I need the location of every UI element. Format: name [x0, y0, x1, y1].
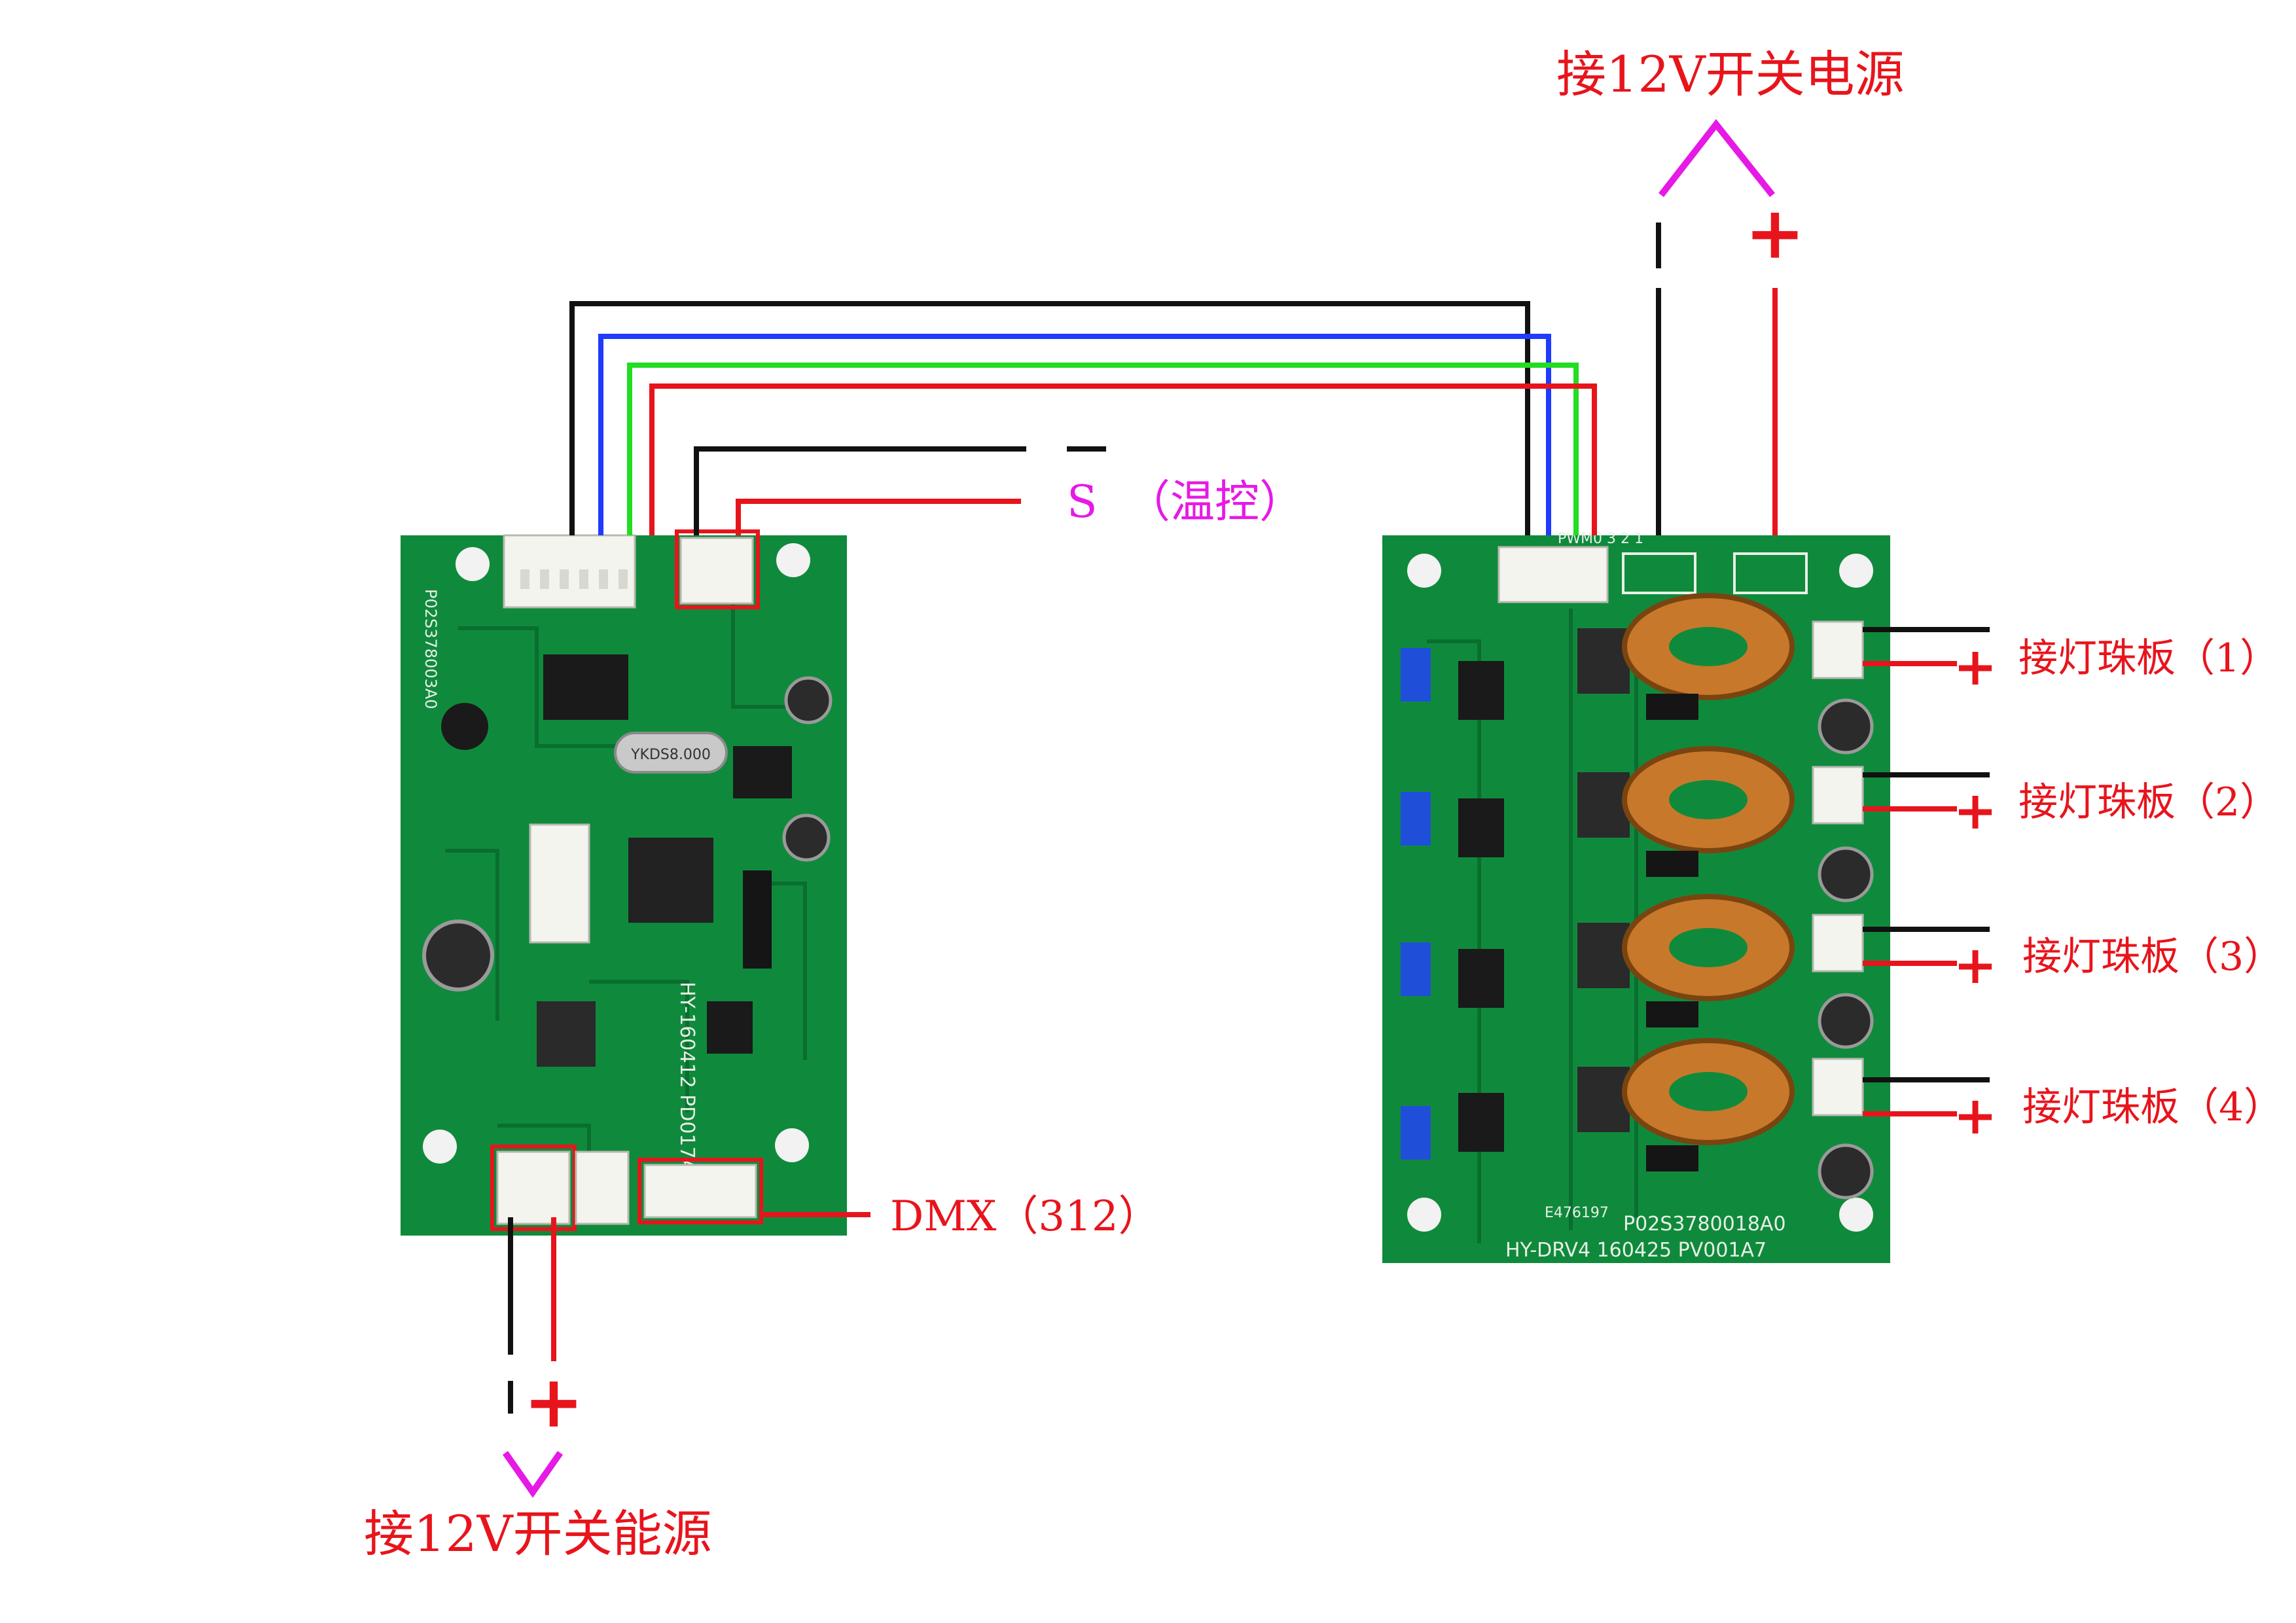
lamp-3-label: 接灯珠板（3） — [2022, 934, 2283, 980]
resistor — [1646, 694, 1698, 720]
side-connector — [529, 823, 590, 944]
control-board-traces — [445, 589, 807, 1171]
potentiometer — [1401, 942, 1431, 996]
driver-board-part-no: P02S3780018A0 — [1623, 1213, 1786, 1236]
microcontroller — [628, 838, 713, 923]
channel-4 — [1401, 1038, 1874, 1200]
temp-s-label: S — [1067, 476, 1098, 528]
ic — [1458, 798, 1504, 857]
control-board: YKDS8.000 HY-160412 PD017A7 P02S378003A0 — [401, 529, 847, 1236]
terminal-minus — [1622, 552, 1696, 594]
mounting-hole — [1839, 554, 1873, 588]
electrolytic-capacitor — [1818, 698, 1874, 755]
ic — [733, 746, 792, 798]
control-board-part-no: P02S378003A0 — [422, 589, 440, 709]
mosfet — [1577, 923, 1630, 988]
potentiometer — [1401, 648, 1431, 702]
lamp-2-label: 接灯珠板（2） — [2018, 779, 2279, 825]
resistor — [1646, 851, 1698, 877]
power-connector — [496, 1150, 571, 1225]
electrolytic-capacitor — [1818, 1143, 1874, 1200]
lamp-4-plus: + — [1953, 1084, 1997, 1146]
fan-connector — [575, 1150, 630, 1225]
driver-board: PWM0 3 2 1 — [1382, 531, 1890, 1263]
inductor-core — [1669, 627, 1748, 666]
ic — [707, 1001, 753, 1054]
driver-board-cert: E476197 — [1545, 1205, 1609, 1221]
ic — [1458, 661, 1504, 720]
temp-connector-highlight — [675, 529, 760, 609]
lamp-1-plus: + — [1953, 635, 1997, 697]
lamp-connector-1 — [1812, 620, 1864, 679]
top-power-arrow — [1659, 118, 1775, 198]
inductor-core — [1669, 1072, 1748, 1111]
pwm-label: PWM0 3 2 1 — [1558, 531, 1643, 547]
dmx-label: DMX（312） — [890, 1192, 1160, 1241]
inductor-core — [1669, 780, 1748, 819]
lamp-1-label: 接灯珠板（1） — [2018, 635, 2279, 681]
mosfet — [1577, 628, 1630, 694]
electrolytic-capacitor — [782, 813, 831, 862]
mosfet — [1577, 772, 1630, 838]
resistor — [1646, 1145, 1698, 1171]
crystal — [614, 732, 728, 774]
electrolytic-capacitor — [784, 676, 833, 724]
power-connector-highlight — [490, 1145, 577, 1231]
mounting-hole — [423, 1130, 457, 1164]
buzzer — [441, 703, 488, 750]
lamp-connector-2 — [1812, 766, 1864, 825]
regulator — [537, 1001, 596, 1067]
channel-3 — [1401, 894, 1874, 1049]
signal-wires — [508, 223, 1990, 1414]
potentiometer — [1401, 1106, 1431, 1160]
mounting-hole — [1407, 554, 1441, 588]
pin-header — [743, 870, 772, 969]
pwm-connector — [1498, 546, 1609, 603]
lamp-connector-3 — [1812, 914, 1864, 972]
mounting-hole — [1839, 1198, 1873, 1232]
wire-blue — [598, 334, 1551, 535]
channel-1 — [1401, 593, 1874, 755]
ic — [1458, 1093, 1504, 1152]
lamp-2-plus: + — [1953, 779, 1997, 841]
lamp-connector-4 — [1812, 1058, 1864, 1116]
channel-2 — [1401, 746, 1874, 902]
temp-wire-black — [694, 446, 1026, 535]
dmx-connector — [643, 1164, 757, 1219]
mounting-hole — [456, 547, 490, 581]
bottom-plus-sign: + — [524, 1359, 584, 1444]
wire-red — [649, 383, 1597, 535]
wire-green — [627, 363, 1579, 535]
electrolytic-capacitor — [1818, 993, 1874, 1049]
potentiometer — [1401, 792, 1431, 846]
temp-connector — [679, 537, 754, 605]
ic — [543, 654, 628, 720]
electrolytic-capacitor — [1818, 846, 1874, 902]
wire-black — [569, 301, 1530, 535]
temp-wire-red — [736, 499, 1021, 535]
driver-board-model: HY-DRV4 160425 PV001A7 — [1505, 1239, 1767, 1262]
mounting-hole — [1407, 1198, 1441, 1232]
top-plus-sign: + — [1745, 190, 1805, 275]
dmx-connector-highlight — [637, 1158, 763, 1224]
lamp-3-plus: + — [1953, 934, 1997, 995]
mounting-hole — [776, 543, 810, 577]
inductor-core — [1669, 928, 1748, 967]
temp-desc-label: （温控） — [1126, 476, 1304, 528]
resistor — [1646, 1001, 1698, 1027]
lamp-4-label: 接灯珠板（4） — [2022, 1084, 2283, 1130]
electrolytic-capacitor — [422, 919, 494, 991]
control-board-model: HY-160412 PD017A7 — [675, 982, 698, 1185]
ic — [1458, 949, 1504, 1008]
mounting-hole — [775, 1128, 809, 1162]
power-bottom-label: 接12V开关能源 — [364, 1505, 712, 1563]
mosfet — [1577, 1067, 1630, 1132]
terminal-plus — [1733, 552, 1808, 594]
bottom-power-arrow — [502, 1451, 564, 1498]
crystal-label: YKDS8.000 — [630, 747, 711, 763]
power-top-label: 接12V开关电源 — [1556, 45, 1905, 103]
